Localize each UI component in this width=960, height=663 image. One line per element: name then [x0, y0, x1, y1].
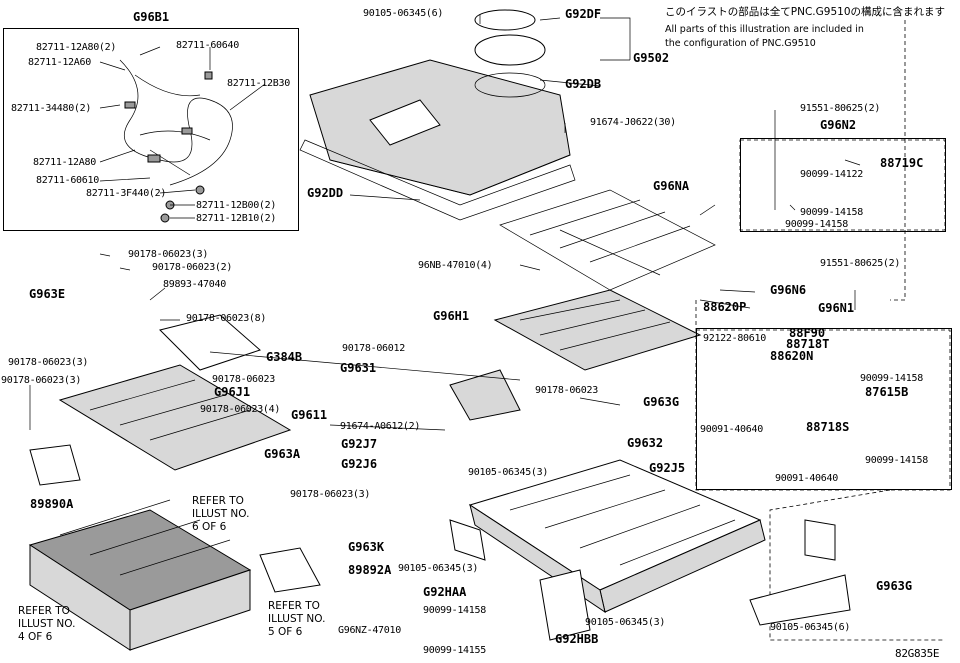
callout-82711-12a60[interactable]: 82711-12A60: [28, 57, 91, 68]
callout-82711-34480-2[interactable]: 82711-34480(2): [11, 103, 92, 114]
g96n1-box: [696, 328, 952, 490]
wire-harness-illustration: [119, 59, 233, 223]
callout-g92haa[interactable]: G92HAA: [423, 585, 467, 599]
callout-90099-14158-b[interactable]: 90099-14158: [785, 219, 848, 230]
callout-g92db[interactable]: G92DB: [565, 77, 602, 91]
callout-90105-06345-6-bottom[interactable]: 90105-06345(6): [770, 622, 851, 633]
callout-90105-06345-6-top[interactable]: 90105-06345(6): [363, 8, 444, 19]
callout-90091-40640-b[interactable]: 90091-40640: [775, 473, 838, 484]
callout-90178-06023-3-b[interactable]: 90178-06023(3): [8, 357, 89, 368]
callout-90178-06023-b[interactable]: 90178-06023: [535, 385, 598, 396]
callout-90178-06012[interactable]: 90178-06012: [342, 343, 405, 354]
lower-tray-illustration: [493, 289, 702, 371]
callout-g96j1[interactable]: G96J1: [214, 385, 251, 399]
callout-90099-14158-c[interactable]: 90099-14158: [860, 373, 923, 384]
callout-g96h1[interactable]: G96H1: [433, 309, 470, 323]
callout-g96nz-47010[interactable]: G96NZ-47010: [338, 625, 401, 636]
callout-90105-06345-3-b[interactable]: 90105-06345(3): [398, 563, 479, 574]
callout-g96b1[interactable]: G96B1: [133, 10, 170, 24]
callout-88620p[interactable]: 88620P: [703, 300, 747, 314]
callout-g963a[interactable]: G963A: [264, 447, 301, 461]
callout-g9632[interactable]: G9632: [627, 436, 664, 450]
callout-82711-12b10-2[interactable]: 82711-12B10(2): [196, 213, 277, 224]
callout-90105-06345-3-a[interactable]: 90105-06345(3): [468, 467, 549, 478]
callout-g96n6[interactable]: G96N6: [770, 283, 807, 297]
callout-82711-12b00-2[interactable]: 82711-12B00(2): [196, 200, 277, 211]
callout-82711-12a80-2[interactable]: 82711-12A80(2): [36, 42, 117, 53]
callout-90178-06023-4[interactable]: 90178-06023(4): [200, 404, 281, 415]
callout-90178-06023-8[interactable]: 90178-06023(8): [186, 313, 267, 324]
callout-g9502[interactable]: G9502: [633, 51, 670, 65]
callout-90091-40640-a[interactable]: 90091-40640: [700, 424, 763, 435]
callout-g963g-a[interactable]: G963G: [643, 395, 680, 409]
callout-91674-j0622-30[interactable]: 91674-J0622(30): [590, 117, 676, 128]
callout-89890a[interactable]: 89890A: [30, 497, 74, 511]
bracket-frame-illustration: [499, 189, 716, 291]
lower-case-illustration: [29, 369, 851, 641]
note-en-2: the configuration of PNC.G9510: [665, 38, 816, 49]
callout-82711-60640[interactable]: 82711-60640: [176, 40, 239, 51]
callout-g9631[interactable]: G9631: [340, 361, 377, 375]
callout-90099-14158-e[interactable]: 90099-14158: [423, 605, 486, 616]
battery-module-illustration: [28, 314, 292, 651]
upper-case-cover-illustration: [299, 9, 576, 221]
callout-g92j5[interactable]: G92J5: [649, 461, 686, 475]
g96b1-box: [3, 28, 299, 231]
callout-90099-14155[interactable]: 90099-14155: [423, 645, 486, 656]
callout-92122-80610[interactable]: 92122-80610: [703, 333, 766, 344]
callout-91551-80625-2-b[interactable]: 91551-80625(2): [820, 258, 901, 269]
callout-89892a[interactable]: 89892A: [348, 563, 392, 577]
callout-90178-06023-a[interactable]: 90178-06023: [212, 374, 275, 385]
note-jp: このイラストの部品は全てPNC.G9510の構成に含まれます: [665, 6, 946, 18]
callout-g92j6[interactable]: G92J6: [341, 457, 378, 471]
callout-90105-06345-3-c[interactable]: 90105-06345(3): [585, 617, 666, 628]
callout-90178-06023-3-a[interactable]: 90178-06023(3): [128, 249, 209, 260]
callout-96nb-47010-4[interactable]: 96NB-47010(4): [418, 260, 493, 271]
callout-g963e[interactable]: G963E: [29, 287, 66, 301]
callout-g92j7[interactable]: G92J7: [341, 437, 378, 451]
callout-g92dd[interactable]: G92DD: [307, 186, 344, 200]
callout-88f90[interactable]: 88F90: [789, 326, 826, 340]
callout-90178-06023-3-d[interactable]: 90178-06023(3): [290, 489, 371, 500]
callout-82711-3f440-2[interactable]: 82711-3F440(2): [86, 188, 167, 199]
callout-90099-14122[interactable]: 90099-14122: [800, 169, 863, 180]
callout-g96n2[interactable]: G96N2: [820, 118, 857, 132]
callout-89893-47040[interactable]: 89893-47040: [163, 279, 226, 290]
callout-88620n[interactable]: 88620N: [770, 349, 814, 363]
callout-g963g-b[interactable]: G963G: [876, 579, 913, 593]
callout-g92df[interactable]: G92DF: [565, 7, 602, 21]
callout-g9611[interactable]: G9611: [291, 408, 328, 422]
callout-g963k[interactable]: G963K: [348, 540, 385, 554]
callout-88719c[interactable]: 88719C: [880, 156, 924, 170]
callout-g92hbb[interactable]: G92HBB: [555, 632, 599, 646]
callout-87615b[interactable]: 87615B: [865, 385, 909, 399]
callout-90099-14158-a[interactable]: 90099-14158: [800, 207, 863, 218]
callout-91551-80625-2-a[interactable]: 91551-80625(2): [800, 103, 881, 114]
callout-88718t[interactable]: 88718T: [786, 337, 830, 351]
g96n2-box: [740, 138, 946, 232]
callout-82711-60610[interactable]: 82711-60610: [36, 175, 99, 186]
callout-88718s[interactable]: 88718S: [806, 420, 850, 434]
note-en-1: All parts of this illustration are inclu…: [665, 24, 864, 35]
callout-90178-06023-2[interactable]: 90178-06023(2): [152, 262, 233, 273]
callout-82711-12b30[interactable]: 82711-12B30: [227, 78, 290, 89]
callout-82711-12a80[interactable]: 82711-12A80: [33, 157, 96, 168]
callout-g96n1[interactable]: G96N1: [818, 301, 855, 315]
callout-91674-a0612-2[interactable]: 91674-A0612(2): [340, 421, 421, 432]
callout-g96na[interactable]: G96NA: [653, 179, 690, 193]
callout-g384b[interactable]: G384B: [266, 350, 303, 364]
diagram-id: 82G835E: [895, 647, 940, 660]
callout-90099-14158-d[interactable]: 90099-14158: [865, 455, 928, 466]
callout-90178-06023-3-c[interactable]: 90178-06023(3): [1, 375, 82, 386]
